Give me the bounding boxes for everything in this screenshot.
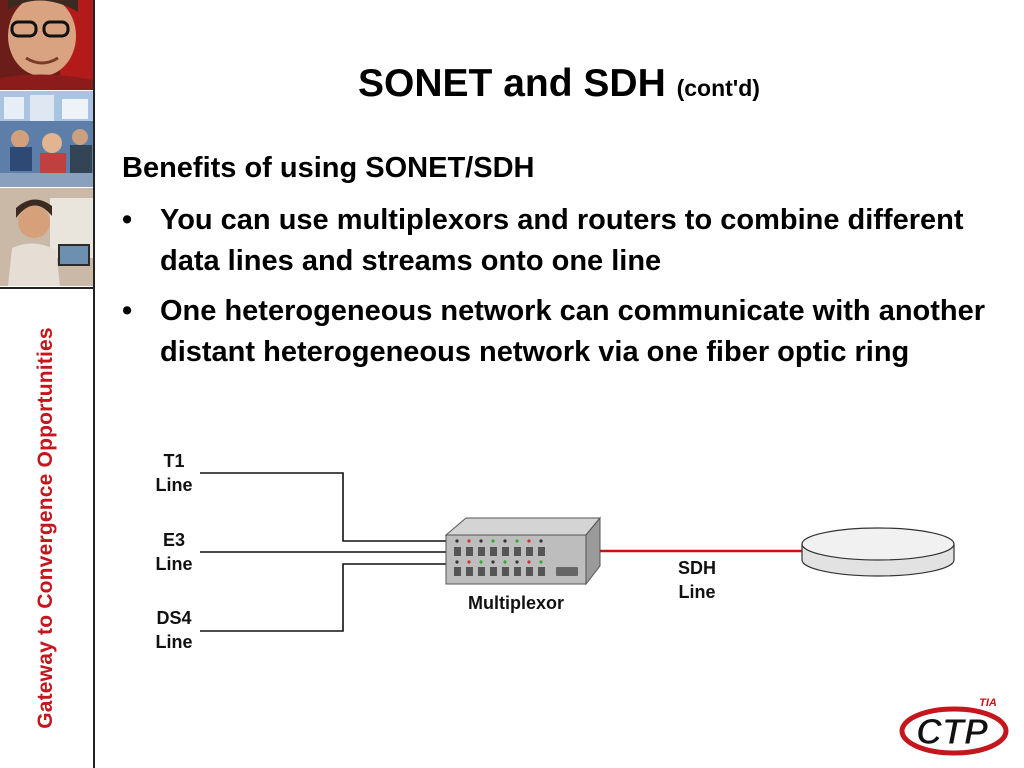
sidebar-divider (0, 287, 93, 289)
sidebar: Gateway to Convergence Opportunities (0, 0, 95, 768)
photo-classroom (0, 91, 93, 187)
ds4-wire (200, 563, 446, 632)
slide-title-main: SONET and SDH (358, 62, 666, 105)
multiplexor-device (444, 516, 602, 586)
slide-title-suffix: (cont'd) (676, 75, 760, 101)
ctp-logo: CTP TIA (899, 697, 1009, 756)
t1-wire (200, 472, 446, 542)
t1-line-label: Line (155, 475, 192, 495)
e3-line-label: Line (155, 554, 192, 574)
ds4-label: DS4 (156, 608, 191, 628)
fiber-ring-disk (801, 527, 955, 577)
e3-label: E3 (163, 530, 185, 550)
logo-superscript: TIA (979, 697, 997, 709)
sdh-label: SDH (678, 558, 716, 578)
slide-title: SONET and SDH (cont'd) (94, 62, 1024, 106)
lead-text: Benefits of using SONET/SDH (122, 152, 535, 184)
bullet-text: You can use multiplexors and routers to … (160, 204, 964, 277)
t1-label: T1 (163, 451, 184, 471)
photo-man-with-glasses (0, 0, 93, 90)
bullet-item: • You can use multiplexors and routers t… (122, 200, 1012, 282)
multiplexor-label: Multiplexor (468, 593, 564, 613)
ds4-line-label: Line (155, 632, 192, 652)
bullet-glyph: • (122, 204, 133, 236)
bullet-text: One heterogeneous network can communicat… (160, 295, 986, 368)
bullet-glyph: • (122, 295, 133, 327)
sdh-line-label: Line (678, 582, 715, 602)
logo-text: CTP (916, 711, 989, 752)
bullet-item: • One heterogeneous network can communic… (122, 291, 1012, 373)
photo-woman-at-computer (0, 188, 93, 286)
